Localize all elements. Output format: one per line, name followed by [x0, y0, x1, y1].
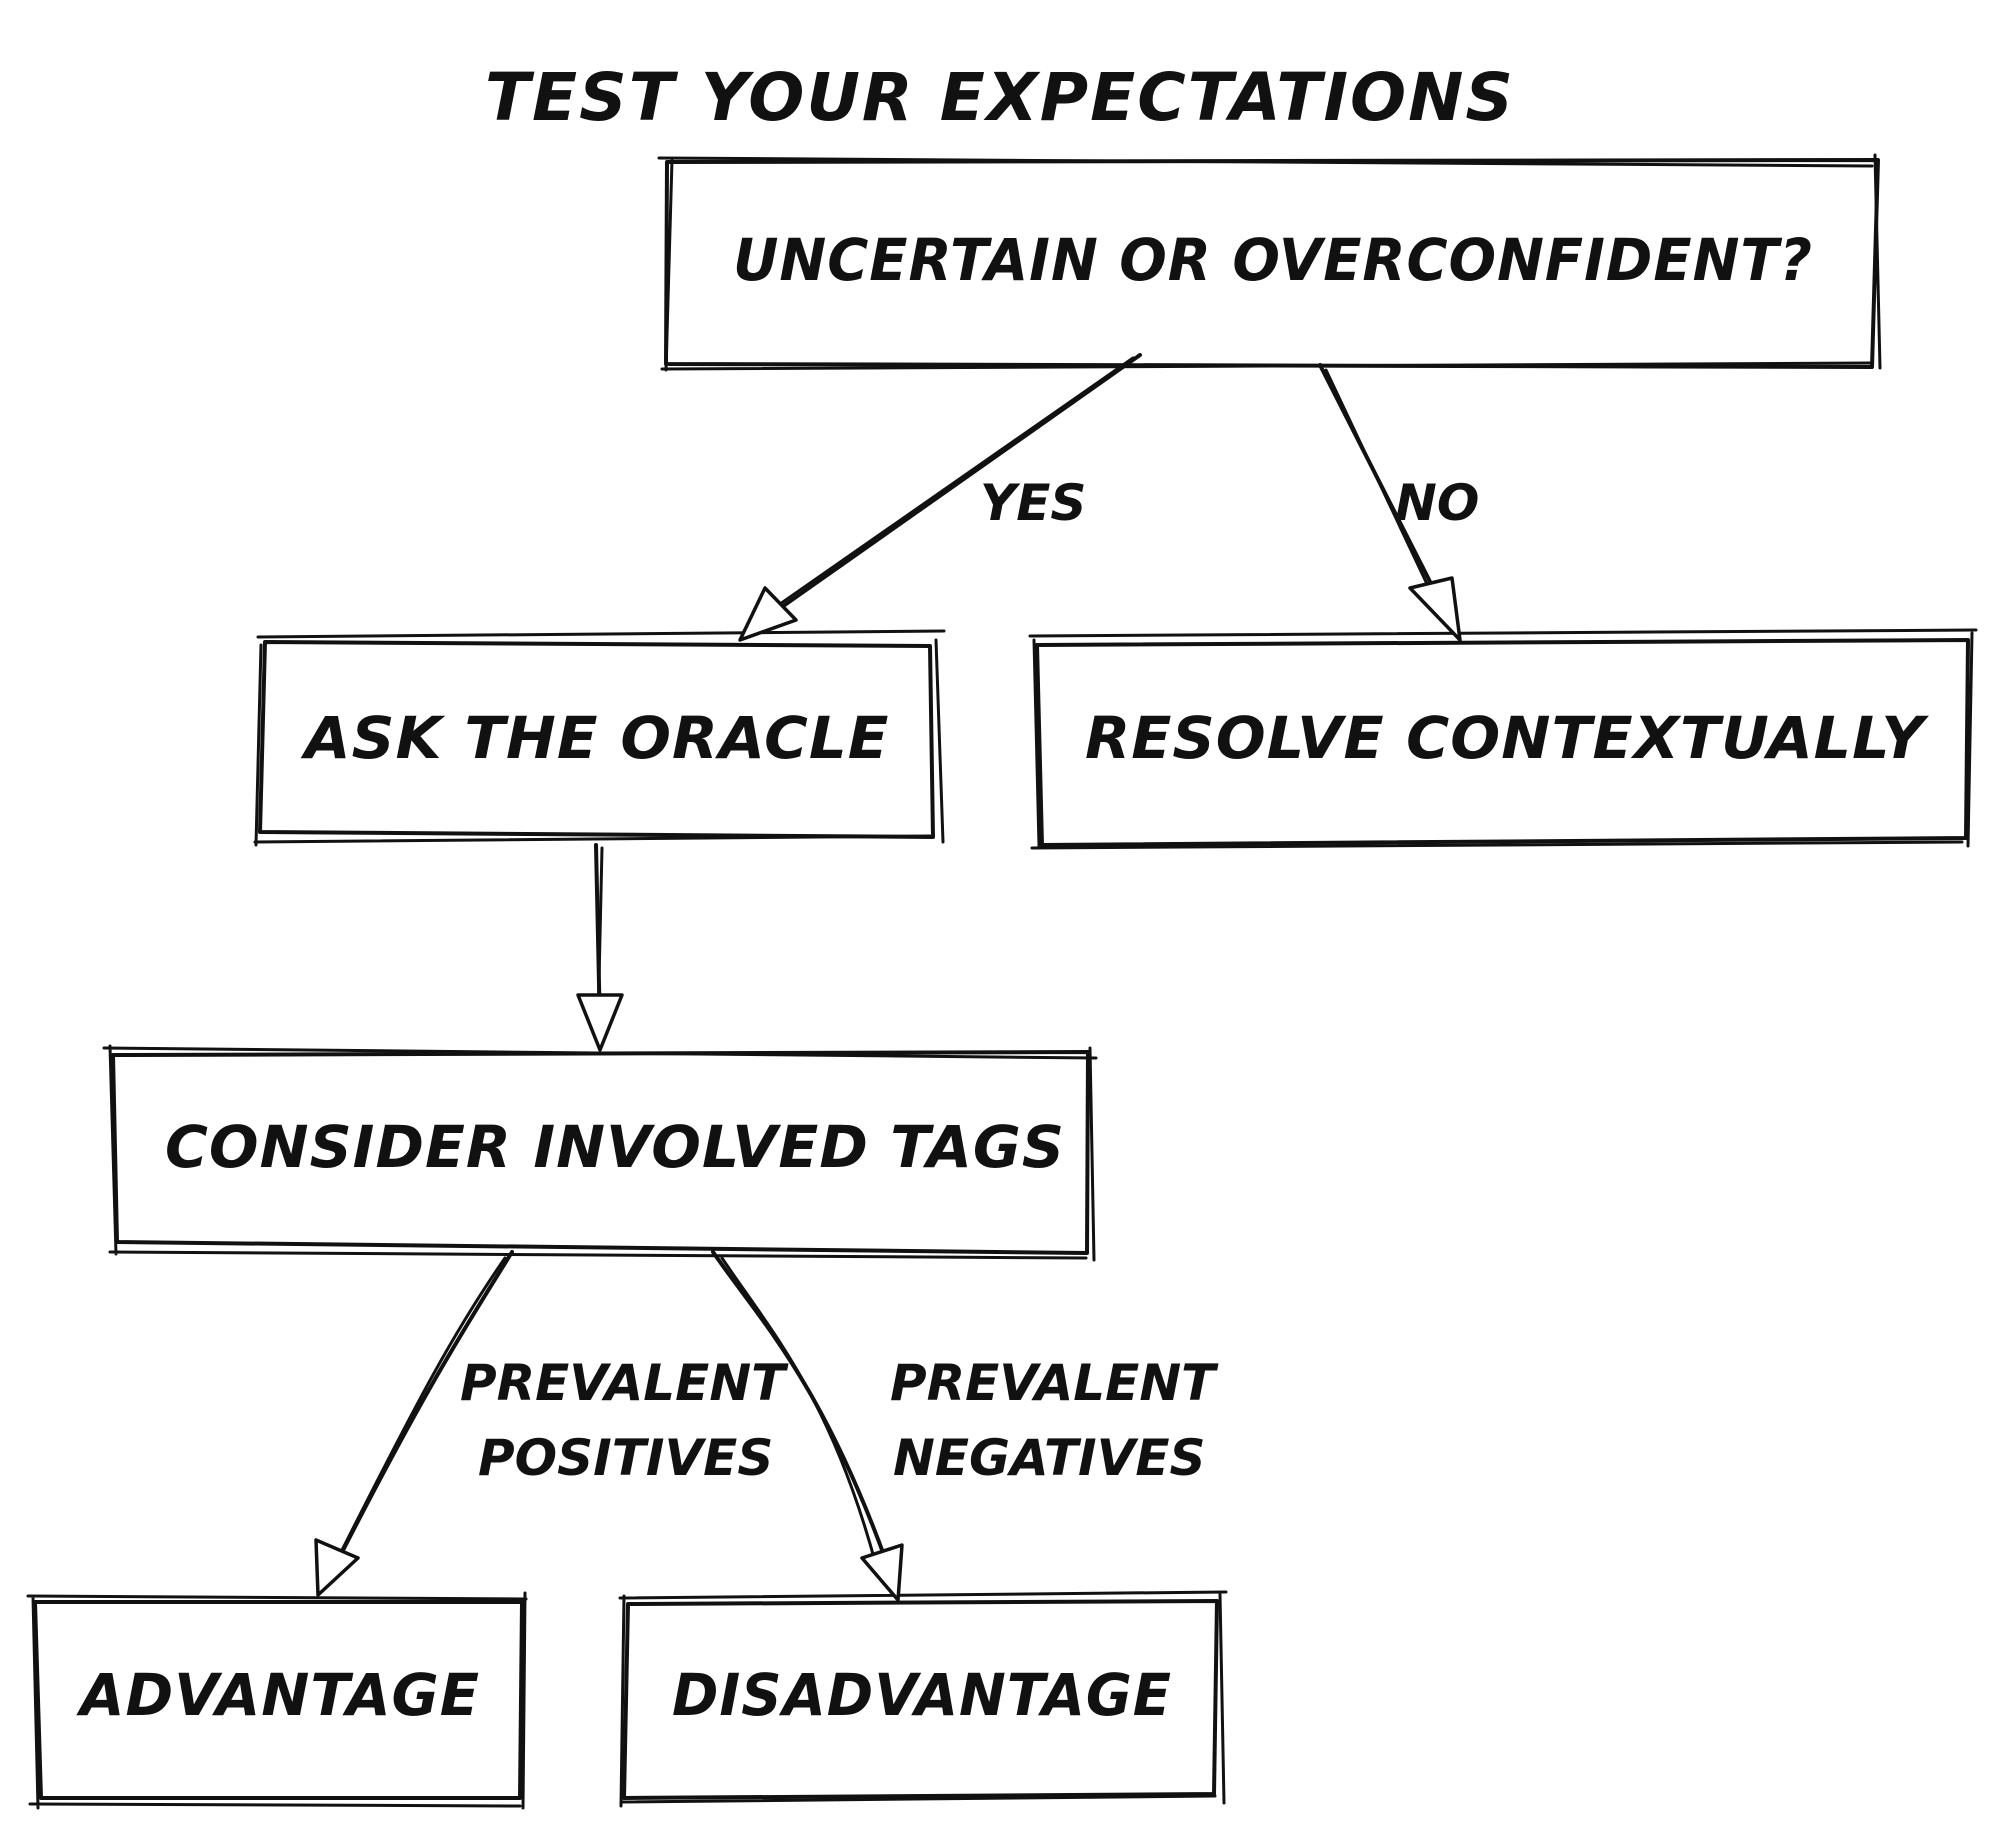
edge-label-negatives-line2: NEGATIVES: [893, 1429, 1206, 1487]
action-node-resolve-contextually-label: RESOLVE CONTEXTUALLY: [1085, 704, 1929, 772]
edge-label-positives-line1: PREVALENT: [460, 1354, 789, 1412]
edge-no: [1318, 363, 1462, 642]
outcome-node-advantage: ADVANTAGE: [26, 1591, 528, 1810]
outcome-node-disadvantage-label: DISADVANTAGE: [672, 1661, 1172, 1729]
action-node-ask-oracle-label: ASK THE ORACLE: [300, 704, 889, 772]
action-node-consider-tags-label: CONSIDER INVOLVED TAGS: [165, 1113, 1065, 1181]
decision-node-uncertain-label: UNCERTAIN OR OVERCONFIDENT?: [733, 226, 1813, 294]
edge-yes: [738, 353, 1142, 642]
edge-prevalent-positives: [314, 1250, 514, 1597]
action-node-ask-oracle: ASK THE ORACLE: [253, 629, 946, 847]
edge-label-yes: YES: [980, 474, 1086, 532]
decision-node-uncertain: UNCERTAIN OR OVERCONFIDENT?: [657, 153, 1882, 372]
diagram-title: TEST YOUR EXPECTATIONS: [485, 59, 1515, 136]
edge-prevalent-negatives: [711, 1250, 904, 1602]
edge-oracle-to-tags: [576, 843, 624, 1052]
edge-label-positives-line2: POSITIVES: [478, 1429, 773, 1487]
outcome-node-advantage-label: ADVANTAGE: [76, 1661, 480, 1729]
outcome-node-disadvantage: DISADVANTAGE: [618, 1590, 1228, 1808]
action-node-consider-tags: CONSIDER INVOLVED TAGS: [102, 1044, 1098, 1262]
action-node-resolve-contextually: RESOLVE CONTEXTUALLY: [1028, 628, 1978, 850]
edge-label-negatives-line1: PREVALENT: [890, 1354, 1219, 1412]
edge-label-no: NO: [1395, 474, 1479, 532]
